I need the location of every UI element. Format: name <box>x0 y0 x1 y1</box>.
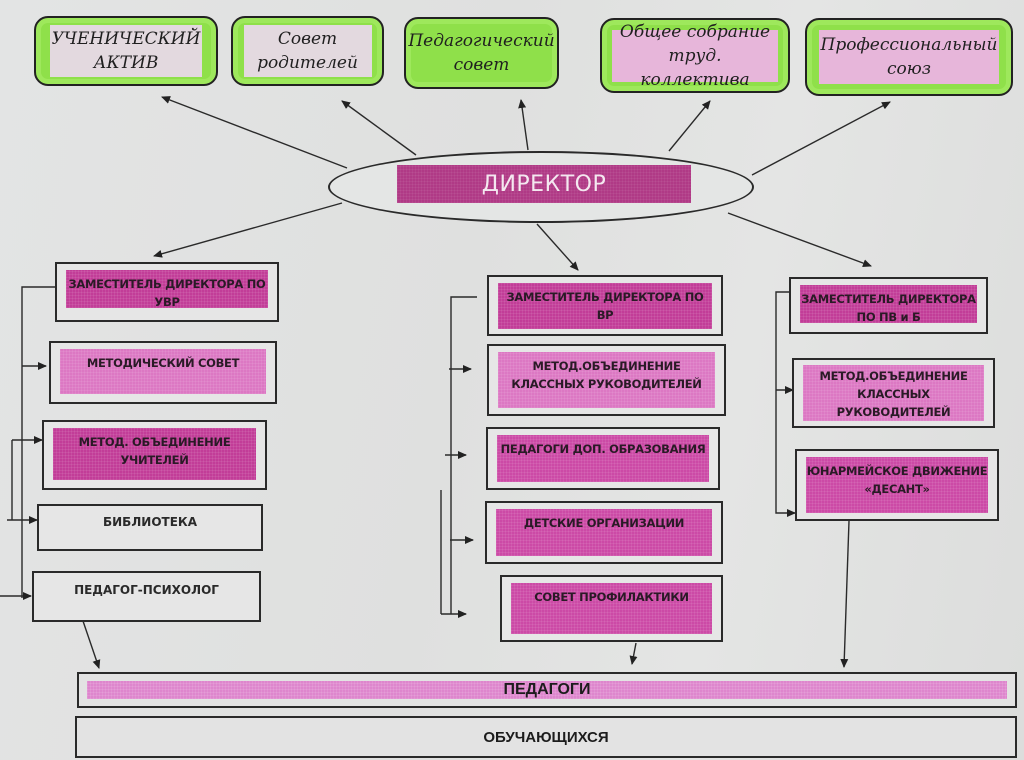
arrow-to-deputy-pvb <box>727 212 872 267</box>
deputy-pvb-line1: ЗАМЕСТИТЕЛЬ ДИРЕКТОРА <box>801 292 976 306</box>
trade-union-box[interactable]: Профессиональный союз <box>805 18 1013 96</box>
class-teachers-line2: КЛАССНЫХ РУКОВОДИТЕЛЕЙ <box>511 377 702 391</box>
general-assembly-line2: труд. коллектива <box>640 45 750 90</box>
prevention-council-box[interactable]: СОВЕТ ПРОФИЛАКТИКИ <box>500 575 723 642</box>
parents-council-box[interactable]: Совет родителей <box>231 16 384 86</box>
arrow-to-student-council <box>161 96 348 169</box>
teachers-association-line1: МЕТОД. ОБЪЕДИНЕНИЕ <box>78 435 231 449</box>
prevention-council-line1: СОВЕТ ПРОФИЛАКТИКИ <box>534 590 689 604</box>
children-organizations-line1: ДЕТСКИЕ ОРГАНИЗАЦИИ <box>523 516 685 530</box>
children-organizations-box[interactable]: ДЕТСКИЕ ОРГАНИЗАЦИИ <box>485 501 723 564</box>
arrow-psych-to-teachers <box>82 620 101 669</box>
psychologist-box[interactable]: ПЕДАГОГ-ПСИХОЛОГ <box>32 571 261 622</box>
arrow-to-deputy-vr <box>536 223 579 271</box>
deputy-uvr-line1: ЗАМЕСТИТЕЛЬ ДИРЕКТОРА ПО <box>68 277 266 291</box>
general-assembly-box[interactable]: Общее собрание труд. коллектива <box>600 18 790 93</box>
deputy-uvr-box[interactable]: ЗАМЕСТИТЕЛЬ ДИРЕКТОРА ПО УВР <box>55 262 279 322</box>
director-label: ДИРЕКТОР <box>397 165 691 203</box>
arrow-to-parents-council <box>341 100 417 156</box>
class-teachers-line1: МЕТОД.ОБЪЕДИНЕНИЕ <box>532 359 681 373</box>
student-council-box[interactable]: УЧЕНИЧЕСКИЙ АКТИВ <box>34 16 218 86</box>
methodical-council-box[interactable]: МЕТОДИЧЕСКИЙ СОВЕТ <box>49 341 277 404</box>
right-class-teachers-line2: КЛАССНЫХ <box>857 387 930 401</box>
teachers-label: ПЕДАГОГИ <box>503 681 591 698</box>
parents-council-line1: Совет <box>277 29 338 49</box>
arrow-prevention-to-teachers <box>629 642 638 665</box>
deputy-vr-box[interactable]: ЗАМЕСТИТЕЛЬ ДИРЕКТОРА ПО ВР <box>487 275 723 336</box>
right-class-teachers-box[interactable]: МЕТОД.ОБЪЕДИНЕНИЕ КЛАССНЫХ РУКОВОДИТЕЛЕЙ <box>792 358 995 428</box>
trade-union-line1: Профессиональный <box>820 35 998 55</box>
student-council-line1: УЧЕНИЧЕСКИЙ <box>51 29 201 49</box>
yunarmia-box[interactable]: ЮНАРМЕЙСКОЕ ДВИЖЕНИЕ «ДЕСАНТ» <box>795 449 999 521</box>
students-bar[interactable]: ОБУЧАЮЩИХСЯ <box>75 716 1017 758</box>
general-assembly-line1: Общее собрание <box>619 21 771 42</box>
student-council-line2: АКТИВ <box>93 53 159 73</box>
arrow-to-pedagogical-council <box>518 99 529 151</box>
right-class-teachers-line3: РУКОВОДИТЕЛЕЙ <box>836 405 951 419</box>
trade-union-line2: союз <box>887 59 931 79</box>
extra-education-line1: ПЕДАГОГИ ДОП. ОБРАЗОВАНИЯ <box>500 442 706 456</box>
library-box[interactable]: БИБЛИОТЕКА <box>37 504 263 551</box>
yunarmia-line1: ЮНАРМЕЙСКОЕ ДВИЖЕНИЕ <box>806 464 988 478</box>
deputy-pvb-box[interactable]: ЗАМЕСТИТЕЛЬ ДИРЕКТОРА ПО ПВ и Б <box>789 277 988 334</box>
pedagogical-council-line2: совет <box>453 55 510 75</box>
teachers-bar[interactable]: ПЕДАГОГИ <box>77 672 1017 708</box>
yunarmia-line2: «ДЕСАНТ» <box>864 482 930 496</box>
arrow-yunarmia-to-teachers <box>840 520 850 668</box>
deputy-pvb-line2: ПО ПВ и Б <box>856 310 921 324</box>
psychologist-label: ПЕДАГОГ-ПСИХОЛОГ <box>74 583 219 597</box>
parents-council-line2: родителей <box>257 53 358 73</box>
pedagogical-council-box[interactable]: Педагогический совет <box>404 17 559 89</box>
arrow-to-deputy-uvr <box>153 202 343 258</box>
class-teachers-association-box[interactable]: МЕТОД.ОБЪЕДИНЕНИЕ КЛАССНЫХ РУКОВОДИТЕЛЕЙ <box>487 344 726 416</box>
library-label: БИБЛИОТЕКА <box>102 515 198 529</box>
deputy-vr-line1: ЗАМЕСТИТЕЛЬ ДИРЕКТОРА ПО ВР <box>506 290 704 322</box>
director-text: ДИРЕКТОР <box>481 171 607 197</box>
arrow-to-general-assembly <box>668 100 711 152</box>
middle-bracket <box>450 296 477 614</box>
deputy-uvr-line2: УВР <box>154 295 180 309</box>
extra-education-box[interactable]: ПЕДАГОГИ ДОП. ОБРАЗОВАНИЯ <box>486 427 720 490</box>
pedagogical-council-line1: Педагогический <box>408 31 555 51</box>
teachers-association-line2: УЧИТЕЛЕЙ <box>120 453 189 467</box>
right-class-teachers-line1: МЕТОД.ОБЪЕДИНЕНИЕ <box>819 369 968 383</box>
teachers-association-box[interactable]: МЕТОД. ОБЪЕДИНЕНИЕ УЧИТЕЛЕЙ <box>42 420 267 490</box>
methodical-council-line1: МЕТОДИЧЕСКИЙ СОВЕТ <box>86 356 240 370</box>
arrow-to-trade-union <box>751 101 891 176</box>
students-label: ОБУЧАЮЩИХСЯ <box>483 728 609 746</box>
